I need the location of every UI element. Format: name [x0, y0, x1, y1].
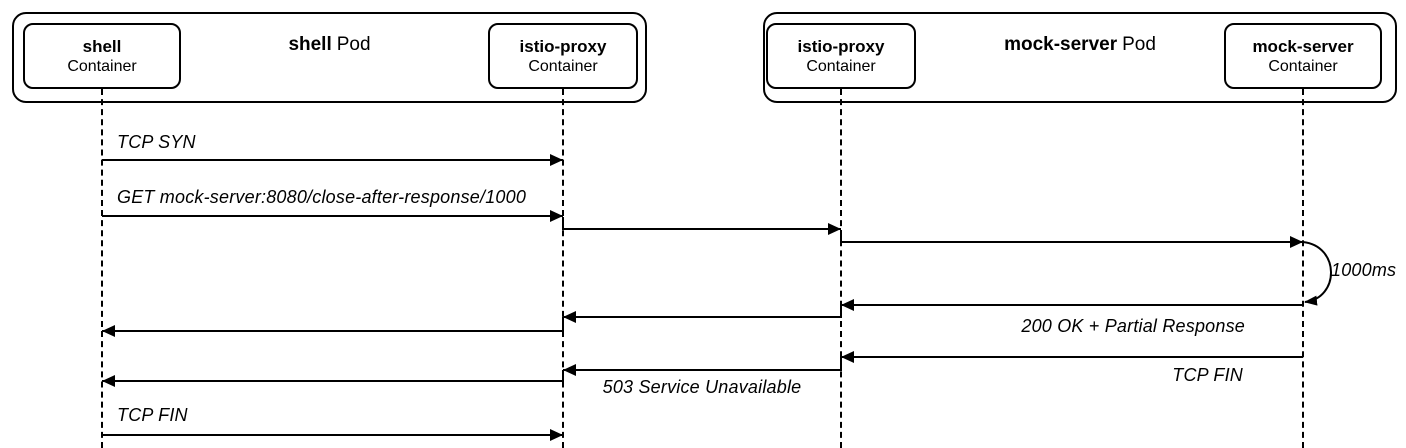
- label-200-ok: 200 OK + Partial Response: [1021, 316, 1245, 336]
- arrow-get-proxy-to-proxy: [563, 223, 841, 235]
- label-tcp-fin-right: TCP FIN: [1172, 365, 1243, 385]
- connector-proxy-shell-503: [562, 370, 564, 382]
- arrow-200-ok-to-shell: [102, 325, 563, 337]
- container-shell: shell Container: [23, 23, 181, 89]
- pod-shell: shell Pod: [12, 12, 647, 103]
- connector-proxy-mock-fin: [840, 357, 842, 371]
- label-tcp-syn: TCP SYN: [117, 132, 196, 152]
- container-shell-type: Container: [67, 57, 137, 75]
- pod-mock-server-name: mock-server: [1004, 34, 1118, 55]
- pod-shell-title: shell Pod: [14, 34, 645, 56]
- container-shell-name: shell: [82, 36, 122, 56]
- container-istio-proxy-shell-type: Container: [528, 57, 598, 75]
- pod-shell-type: Pod: [336, 34, 371, 55]
- arrow-tcp-fin-from-mock: [841, 351, 1303, 363]
- pod-mock-server-title: mock-server Pod: [765, 34, 1395, 56]
- container-istio-proxy-mock-name: istio-proxy: [797, 36, 885, 56]
- container-istio-proxy-shell-name: istio-proxy: [519, 36, 607, 56]
- lifeline-istio-proxy-shell: [562, 89, 564, 448]
- pod-mock-server-type: Pod: [1122, 34, 1156, 55]
- arrow-get-request: [102, 210, 563, 222]
- container-mock-server-name: mock-server: [1252, 36, 1354, 56]
- arrow-tcp-syn: [102, 154, 563, 166]
- arrow-503-proxy-to-proxy: [563, 364, 841, 376]
- label-get-request: GET mock-server:8080/close-after-respons…: [117, 187, 527, 207]
- pod-shell-name: shell: [288, 34, 332, 55]
- connector-proxy-shell-return: [562, 317, 564, 332]
- container-istio-proxy-shell: istio-proxy Container: [488, 23, 638, 89]
- container-mock-server: mock-server Container: [1224, 23, 1382, 89]
- arrow-200-ok-proxy-to-proxy: [563, 311, 841, 323]
- lifeline-shell: [101, 89, 103, 448]
- connector-proxy-mock-return: [840, 305, 842, 318]
- container-istio-proxy-mock-type: Container: [806, 57, 876, 75]
- container-istio-proxy-mock: istio-proxy Container: [766, 23, 916, 89]
- arrow-200-ok: [841, 299, 1303, 311]
- lifeline-istio-proxy-mock: [840, 89, 842, 448]
- label-1000ms: 1000ms: [1331, 260, 1397, 280]
- pod-mock-server: mock-server Pod: [763, 12, 1397, 103]
- arrow-503-to-shell: [102, 375, 563, 387]
- label-503: 503 Service Unavailable: [602, 377, 802, 397]
- container-mock-server-type: Container: [1268, 57, 1338, 75]
- arrow-tcp-fin-from-shell: [102, 429, 563, 441]
- self-loop-1000ms: [1302, 241, 1332, 306]
- arrow-get-to-mock-server: [841, 236, 1303, 248]
- connector-proxy-shell-forward: [562, 217, 564, 230]
- connector-proxy-mock-forward: [840, 230, 842, 243]
- label-tcp-fin-left: TCP FIN: [117, 405, 188, 425]
- lifeline-mock-server: [1302, 89, 1304, 448]
